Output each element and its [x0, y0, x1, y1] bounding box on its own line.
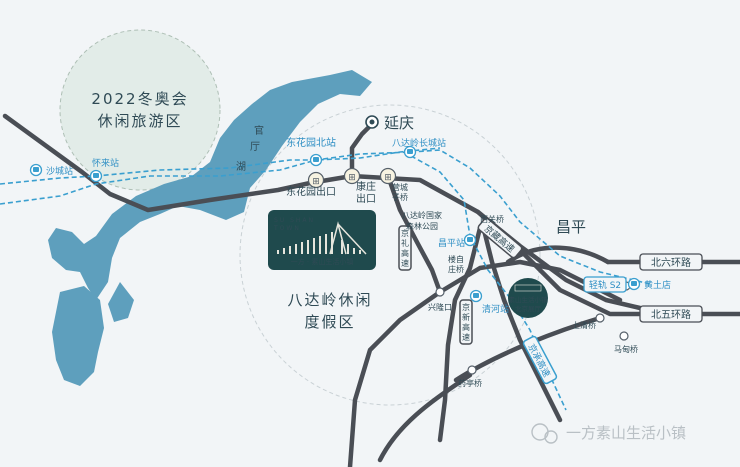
junction-madianqiao — [619, 331, 629, 341]
junction-yaotingqiao — [467, 365, 477, 375]
station-qinghe-icon — [469, 289, 483, 303]
badaling-zone-boundary — [239, 104, 541, 406]
station-huailai-icon — [89, 169, 103, 183]
madianqiao-label: 马甸桥 — [614, 344, 638, 354]
yaotingqiao-label: 药亭桥 — [458, 378, 482, 388]
ring5-badge: 北五环路 — [639, 305, 703, 323]
badaling-zone-line1: 八达岭休闲 — [287, 291, 372, 309]
lake-char-3: 湖 — [236, 161, 246, 173]
logo-line1: SU SHAN — [274, 217, 315, 224]
olympic-zone-line2: 休闲旅游区 — [97, 112, 182, 130]
jingxin-badge — [459, 299, 473, 345]
ring6-curve — [505, 245, 611, 265]
exit-kangzhuang-label-2: 出口 — [356, 192, 376, 205]
jingli-label: 京礼高速 — [401, 228, 409, 268]
river-branch — [108, 282, 134, 322]
rail-line-jingzhang — [0, 147, 441, 185]
project-sign: SU SHAN TOWN 一方 · 素山生活小镇 — [268, 210, 376, 270]
showroom-line2: 北京展厅 — [515, 304, 542, 313]
rail-line-s2 — [0, 149, 651, 285]
station-qinghe-label: 清河站 — [482, 303, 509, 315]
station-donghuayuan-north-label: 东花园北站 — [286, 136, 336, 149]
exit-donghuayuan-label: 东花园出口 — [286, 185, 336, 198]
xinglongkou-label: 兴隆口 — [428, 302, 452, 312]
badaling-zone-line2: 度假区 — [304, 313, 355, 331]
station-badaling-label: 八达岭长城站 — [392, 137, 446, 149]
ring6-badge: 北六环路 — [639, 253, 703, 271]
svg-text:⊞: ⊞ — [312, 177, 320, 187]
station-huangtudian-icon — [627, 277, 641, 291]
guanting-lake — [48, 70, 372, 300]
city-changping: 昌平 — [556, 218, 586, 236]
jingxin-highway — [437, 225, 483, 443]
station-badaling-icon — [403, 145, 417, 159]
jingli-highway — [385, 173, 443, 295]
shangqingqiao-label: 上清桥 — [572, 320, 596, 330]
light-rail-label: 轻轨 S2 — [589, 279, 621, 291]
showroom-line1: 素山生活小镇 — [509, 295, 549, 304]
station-changping-label: 昌平站 — [438, 237, 465, 249]
exit-kangzhuang: ⊞ — [343, 167, 361, 185]
station-shacheng-icon — [29, 163, 43, 177]
ring5-label: 北五环路 — [651, 308, 691, 321]
station-huangtudian-label: 黄土店 — [644, 279, 671, 291]
light-rail-badge: 轻轨 S2 — [583, 276, 627, 293]
olympic-zone-line1: 2022冬奥会 — [91, 90, 188, 108]
logo-bars — [277, 232, 361, 254]
city-yanqing: 延庆 — [384, 114, 414, 132]
junction-shangqingqiao — [595, 313, 605, 323]
station-shacheng-label: 沙城站 — [46, 165, 73, 177]
beijing-showroom: 素山生活小镇 北京展厅 — [508, 278, 548, 318]
forest-park-label-1: 八达岭国家 — [402, 210, 442, 220]
g6-west-branch — [347, 289, 443, 467]
olympic-zone-circle — [59, 29, 221, 191]
yanqing-marker-dot — [369, 119, 375, 125]
xiguanqiao-label: 西关桥 — [480, 214, 504, 224]
jingli-badge — [398, 225, 412, 271]
river-branch — [52, 286, 104, 386]
station-donghuayuan-north-icon — [309, 153, 323, 167]
lake-char-1: 官 — [254, 124, 264, 137]
exit-kangzhuang-label-1: 康庄 — [356, 180, 376, 193]
yanqing-spur — [349, 121, 375, 179]
exit-yingchengzi: ⊞ — [379, 167, 397, 185]
guazi-label-2: 庄桥 — [448, 264, 464, 274]
lake-char-2: 厅 — [250, 142, 260, 153]
exit-donghuayuan: ⊞ — [307, 171, 325, 189]
logo-mountain — [329, 221, 367, 255]
guazi-label-1: 楼自 — [448, 254, 464, 264]
svg-text:⊞: ⊞ — [384, 173, 392, 183]
yingchengzi-label-1: 营城 — [392, 182, 408, 192]
svg-text:⊞: ⊞ — [348, 173, 356, 183]
watermark-text: 一方素山生活小镇 — [566, 424, 686, 442]
watermark: 一方素山生活小镇 — [531, 423, 686, 444]
jingxin-label: 京新高速 — [462, 302, 470, 342]
rail-network — [0, 147, 651, 411]
junction-xinglongkou — [435, 287, 445, 297]
forest-park-label-2: 森林公园 — [406, 221, 438, 231]
yingchengzi-label-2: 子桥 — [392, 192, 408, 202]
ring6-label: 北六环路 — [651, 256, 691, 269]
jingzang-highway — [2, 113, 643, 311]
lower-west-arc — [377, 372, 473, 463]
logo-line2: TOWN — [273, 225, 301, 232]
station-changping-icon — [463, 233, 477, 247]
jingcheng-highway — [480, 223, 563, 423]
rail-line-branch — [403, 151, 567, 411]
project-name: 一方 · 素山生活小镇 — [291, 257, 354, 266]
station-huailai-label: 怀来站 — [92, 157, 119, 169]
